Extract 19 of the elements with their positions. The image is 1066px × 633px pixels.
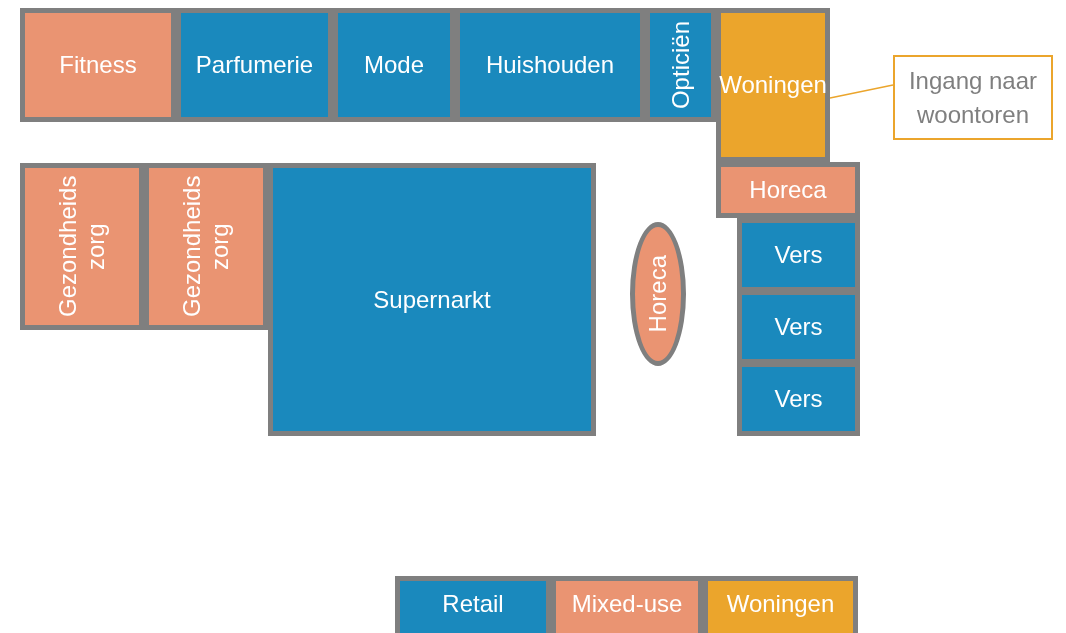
floor-zone: Parfumerie <box>176 8 333 122</box>
floor-zone: Vers <box>737 290 860 364</box>
floor-zone: Huishouden <box>455 8 645 122</box>
floor-zone: Opticiën <box>645 8 716 122</box>
floor-zone: Mode <box>333 8 455 122</box>
legend-label: Mixed-use <box>571 590 683 618</box>
floor-zone: Gezondheids zorg <box>144 163 268 330</box>
legend-label: Woningen <box>726 590 835 618</box>
floor-zone: Gezondheids zorg <box>20 163 144 330</box>
legend-label: Retail <box>442 590 504 618</box>
floor-zone: Fitness <box>20 8 176 122</box>
floor-zone: Woningen <box>716 8 830 162</box>
floor-zone: Vers <box>737 362 860 436</box>
oval-zone: Horeca <box>630 222 686 366</box>
leader-line <box>829 84 894 99</box>
floor-zone: Horeca <box>716 162 860 218</box>
floor-zone: Supernarkt <box>268 163 596 436</box>
floor-zone: Vers <box>737 218 860 292</box>
callout-box: Ingang naar woontoren <box>893 55 1053 140</box>
